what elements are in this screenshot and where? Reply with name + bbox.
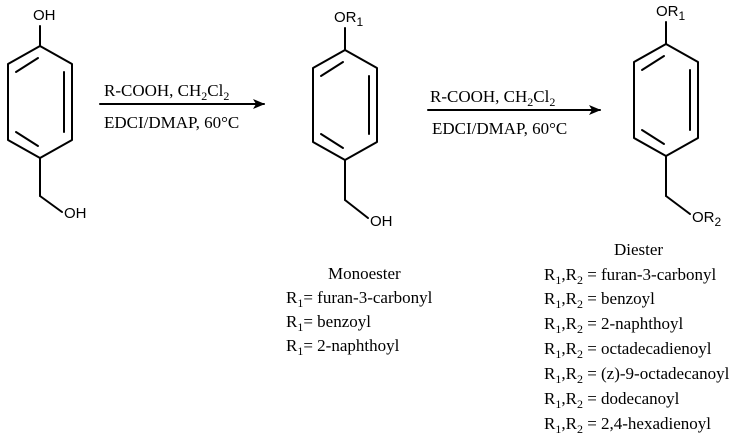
top-group-label: OR1 — [656, 3, 686, 23]
list-item: R1,R2 = furan-3-carbonyl — [544, 265, 716, 287]
diester-list: Diester R1,R2 = furan-3-carbonyl R1,R2 =… — [544, 240, 730, 436]
list-item: R1,R2 = 2-naphthoyl — [544, 314, 683, 336]
inner-bond — [320, 133, 344, 149]
molecule-start: OH OH — [7, 7, 87, 222]
molecule-monoester: OR1 OH — [312, 9, 393, 230]
benzene-ring — [312, 49, 378, 161]
reaction-arrow-2: R-COOH, CH2Cl2 EDCI/DMAP, 60°C — [427, 87, 601, 138]
top-group-label: OH — [33, 7, 56, 24]
list-item: R1= 2-naphthoyl — [286, 336, 400, 358]
list-item: R1= furan-3-carbonyl — [286, 288, 433, 310]
bond — [39, 195, 63, 213]
list-item: R1,R2 = benzoyl — [544, 289, 655, 311]
reagent-line-2: EDCI/DMAP, 60°C — [432, 119, 567, 138]
inner-bond — [641, 55, 665, 71]
bottom-group-label: OR2 — [692, 209, 722, 229]
list-item: R1,R2 = octadecadienoyl — [544, 339, 712, 361]
monoester-list: Monoester R1= furan-3-carbonyl R1= benzo… — [286, 264, 433, 358]
inner-bond — [15, 131, 39, 147]
bottom-group-label: OH — [370, 213, 393, 230]
monoester-title: Monoester — [328, 264, 401, 283]
bond — [665, 195, 691, 215]
list-item: R1,R2 = dodecanoyl — [544, 389, 680, 411]
reaction-arrow-1: R-COOH, CH2Cl2 EDCI/DMAP, 60°C — [99, 81, 265, 132]
top-group-label: OR1 — [334, 9, 364, 29]
list-item: R1,R2 = 2,4-hexadienoyl — [544, 414, 711, 436]
reagent-line-2: EDCI/DMAP, 60°C — [104, 113, 239, 132]
diester-title: Diester — [614, 240, 663, 259]
reagent-line-1: R-COOH, CH2Cl2 — [104, 81, 229, 103]
inner-bond — [320, 61, 344, 77]
molecule-diester: OR1 OR2 — [633, 3, 722, 229]
inner-bond — [641, 129, 665, 145]
bond — [344, 199, 369, 219]
list-item: R1,R2 = (z)-9-octadecanoyl — [544, 364, 730, 386]
inner-bond — [15, 57, 39, 73]
list-item: R1= benzoyl — [286, 312, 371, 334]
bottom-group-label: OH — [64, 205, 87, 222]
reagent-line-1: R-COOH, CH2Cl2 — [430, 87, 555, 109]
benzene-ring — [633, 43, 699, 157]
benzene-ring — [7, 45, 73, 159]
